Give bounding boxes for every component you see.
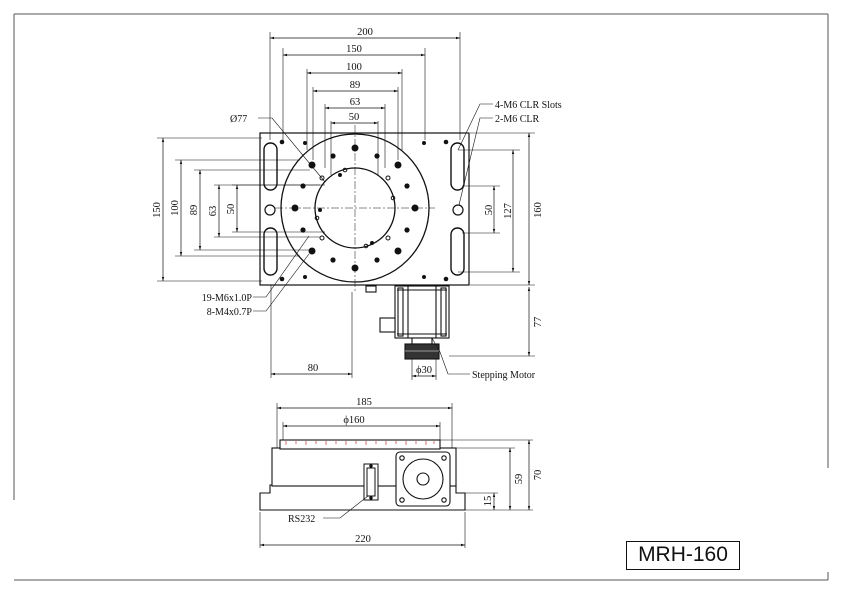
sheet-border: [13, 13, 829, 581]
label-rs232: RS232: [288, 514, 315, 525]
model-label: MRH-160: [626, 541, 740, 570]
dim-77-right: 77: [533, 317, 544, 328]
dim-phi30: ϕ30: [416, 365, 432, 376]
corner-holes: [279, 139, 449, 282]
dimension-lines-right: [492, 133, 531, 356]
dim-220: 220: [355, 534, 371, 545]
dim-150-left: 150: [152, 202, 163, 218]
extension-lines-top: [269, 32, 461, 175]
dim-15: 15: [483, 496, 494, 507]
callout-phi77: Ø77: [230, 114, 247, 125]
dim-127-right: 127: [503, 203, 514, 219]
callout-clr: 2-M6 CLR: [495, 114, 540, 125]
callout-slots: 4-M6 CLR Slots: [495, 100, 562, 111]
callout-m4-taps: 8-M4x0.7P: [207, 307, 253, 318]
rs232-leader: [323, 495, 369, 519]
dim-89-top: 89: [350, 80, 361, 91]
slot-top-left: [263, 142, 278, 191]
dim-59: 59: [514, 474, 525, 485]
dim-63-left: 63: [208, 206, 219, 217]
dimension-lines-top: [270, 36, 460, 125]
dim-100-top: 100: [346, 62, 362, 73]
stepping-motor: [365, 285, 450, 360]
callout-m6-taps: 19-M6x1.0P: [202, 293, 253, 304]
dim-150-top: 150: [346, 44, 362, 55]
side-view: 185 ϕ160 220 70 59 15 RS232: [259, 397, 544, 548]
dim-89-left: 89: [189, 205, 200, 216]
dim-50-right: 50: [484, 205, 495, 216]
slot-bottom-right: [450, 227, 465, 276]
tapped-holes-m6: [291, 144, 419, 272]
dimension-lines-left: [161, 138, 239, 281]
dim-200: 200: [357, 27, 373, 38]
dim-50-left: 50: [226, 204, 237, 215]
motor-knob: [404, 343, 440, 360]
dim-160-right: 160: [533, 202, 544, 218]
extension-lines-left: [157, 137, 325, 282]
rs232-connector: [363, 463, 379, 501]
dim-63-top: 63: [350, 97, 361, 108]
side-dimension-lines: [260, 406, 531, 547]
top-view: 200 150 100 89 63 50 150 100 89 63 50: [152, 27, 562, 381]
slot-top-right: [450, 142, 465, 191]
clr-hole-left: [264, 204, 276, 216]
slot-bottom-left: [263, 227, 278, 276]
tapped-holes-m4: [314, 167, 396, 249]
dim-80: 80: [308, 363, 319, 374]
leader-lines: [253, 103, 493, 375]
extension-lines-right: [449, 132, 535, 357]
side-motor-face: [395, 451, 451, 507]
clr-hole-right: [452, 204, 464, 216]
dim-185: 185: [356, 397, 372, 408]
dim-70: 70: [533, 470, 544, 481]
dim-phi160: ϕ160: [343, 415, 364, 426]
angle-scale: [285, 441, 435, 445]
dim-100-left: 100: [170, 200, 181, 216]
callout-stepping-motor: Stepping Motor: [472, 370, 536, 381]
side-extension-lines: [259, 403, 533, 548]
side-rotary-top: [279, 439, 441, 450]
center-lines: [275, 125, 435, 292]
dim-50-top: 50: [349, 112, 360, 123]
